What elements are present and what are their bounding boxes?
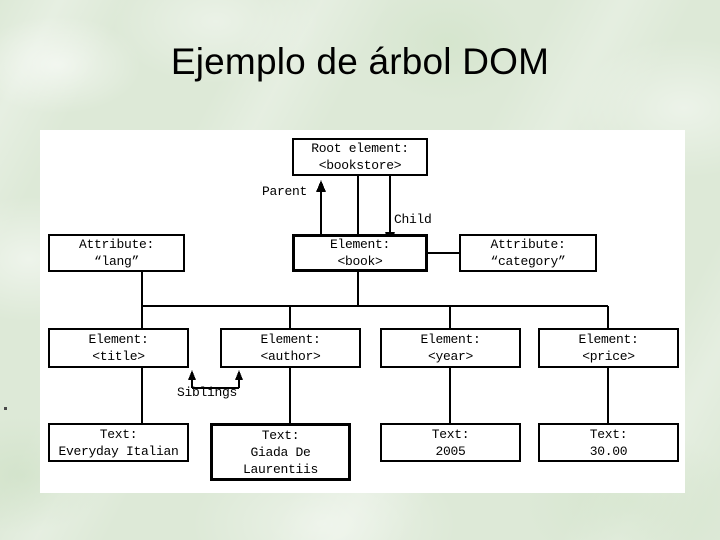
node-attribute-lang[interactable]: Attribute: “lang” bbox=[48, 234, 185, 272]
node-line-1: Attribute: bbox=[78, 237, 154, 252]
node-line-1: Element: bbox=[88, 332, 149, 347]
node-line-2: “category” bbox=[490, 254, 566, 269]
node-element-author[interactable]: Element: <author> bbox=[220, 328, 361, 368]
node-line-2: <year> bbox=[427, 349, 473, 364]
node-line-1: Element: bbox=[420, 332, 481, 347]
node-element-title[interactable]: Element: <title> bbox=[48, 328, 189, 368]
node-text-giada-de-laurentiis[interactable]: Text: Giada De Laurentiis bbox=[210, 423, 351, 481]
node-line-2: “lang” bbox=[93, 254, 139, 269]
edge-label-child: Child bbox=[394, 212, 432, 227]
node-line-2: <price> bbox=[582, 349, 635, 364]
node-line-1: Attribute: bbox=[490, 237, 566, 252]
node-element-price[interactable]: Element: <price> bbox=[538, 328, 679, 368]
node-line-1: Element: bbox=[329, 237, 390, 252]
node-line-1: Text: bbox=[589, 426, 628, 442]
node-line-1: Text: bbox=[261, 427, 300, 443]
node-line-1: Root element: bbox=[311, 141, 409, 156]
node-line-2: <author> bbox=[260, 349, 321, 364]
edge-label-siblings: Siblings bbox=[177, 385, 238, 400]
node-text-2005[interactable]: Text: 2005 bbox=[380, 423, 521, 462]
diagram-connector-lines bbox=[141, 176, 609, 423]
node-line-1: Element: bbox=[578, 332, 639, 347]
node-line-1: Element: bbox=[260, 332, 321, 347]
node-text-everyday-italian[interactable]: Text: Everyday Italian bbox=[48, 423, 189, 462]
node-line-1: Text: bbox=[99, 426, 138, 442]
node-text-30-00[interactable]: Text: 30.00 bbox=[538, 423, 679, 462]
page-title: Ejemplo de árbol DOM bbox=[170, 41, 550, 82]
node-line-2: <title> bbox=[92, 349, 145, 364]
node-element-year[interactable]: Element: <year> bbox=[380, 328, 521, 368]
edge-label-parent: Parent bbox=[262, 184, 308, 199]
node-line-2: <book> bbox=[337, 254, 383, 269]
node-line-3: Laurentiis bbox=[242, 461, 318, 477]
dom-tree-diagram-panel: Root element: <bookstore> Parent Child A… bbox=[40, 130, 685, 493]
node-line-1: Text: bbox=[431, 426, 470, 442]
node-attribute-category[interactable]: Attribute: “category” bbox=[459, 234, 597, 272]
node-element-book[interactable]: Element: <book> bbox=[292, 234, 428, 272]
node-line-2: Giada De bbox=[250, 444, 311, 460]
node-line-2: <bookstore> bbox=[318, 158, 402, 173]
node-line-2: 30.00 bbox=[589, 443, 628, 459]
node-line-2: Everyday Italian bbox=[58, 443, 179, 459]
node-line-2: 2005 bbox=[435, 443, 466, 459]
image-speck-artifact bbox=[4, 407, 7, 410]
node-root-bookstore[interactable]: Root element: <bookstore> bbox=[292, 138, 428, 176]
